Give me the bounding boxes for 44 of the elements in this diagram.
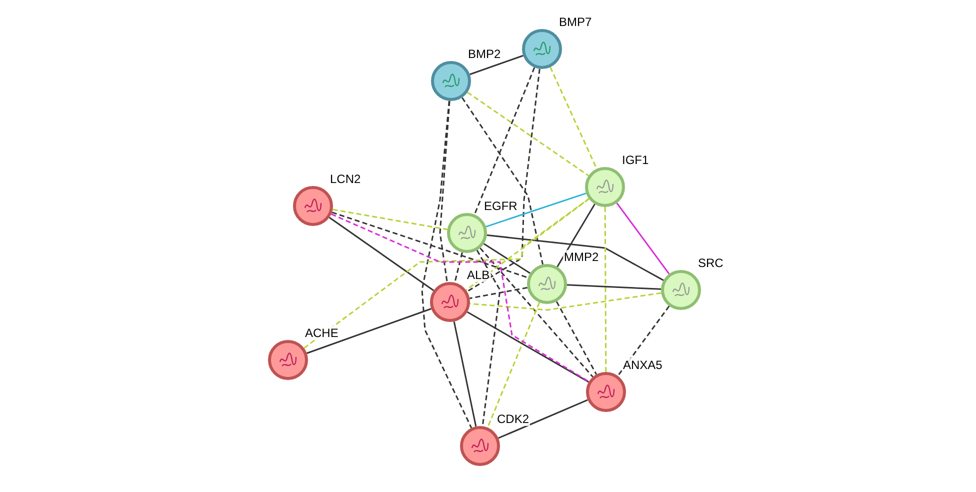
interaction-line xyxy=(470,54,524,76)
protein-label: BMP2 xyxy=(467,47,502,61)
interaction-line xyxy=(304,198,590,349)
interaction-line xyxy=(306,308,432,354)
interaction-line xyxy=(454,252,463,283)
interaction-line xyxy=(616,202,670,274)
interaction-line xyxy=(498,399,588,439)
interaction-line xyxy=(486,192,586,228)
interaction-line xyxy=(476,250,501,426)
protein-label: LCN2 xyxy=(329,172,362,186)
protein-label: MMP2 xyxy=(563,250,600,264)
interaction-line xyxy=(466,198,590,291)
interaction-line xyxy=(474,67,536,215)
interaction-line xyxy=(462,97,544,265)
interaction-line xyxy=(550,66,598,170)
protein-label: ACHE xyxy=(304,326,340,340)
interaction-line xyxy=(556,301,598,375)
interaction-line xyxy=(439,100,450,282)
interaction-line xyxy=(466,68,540,292)
protein-label: IGF1 xyxy=(621,153,650,167)
interaction-line xyxy=(604,207,607,372)
interaction-line xyxy=(617,306,670,376)
protein-label: ALB xyxy=(466,268,491,282)
interaction-line xyxy=(566,284,662,290)
protein-label: ANXA5 xyxy=(622,358,664,372)
protein-label: EGFR xyxy=(483,199,518,213)
interaction-line xyxy=(453,321,477,427)
interaction-line xyxy=(483,243,531,274)
interaction-line xyxy=(556,204,596,268)
interaction-line xyxy=(486,234,664,281)
interaction-line xyxy=(331,213,590,382)
interaction-line xyxy=(470,292,662,311)
protein-label: CDK2 xyxy=(496,412,530,426)
interaction-line xyxy=(328,216,434,292)
interaction-line xyxy=(332,212,528,278)
interaction-line xyxy=(470,286,528,300)
interaction-line xyxy=(466,311,590,383)
protein-label: BMP7 xyxy=(558,15,593,29)
interaction-line xyxy=(332,208,448,230)
interaction-line xyxy=(486,302,540,428)
interaction-line xyxy=(467,92,589,176)
interaction-line xyxy=(421,100,472,428)
protein-label: SRC xyxy=(697,256,724,270)
interaction-line xyxy=(480,248,594,378)
